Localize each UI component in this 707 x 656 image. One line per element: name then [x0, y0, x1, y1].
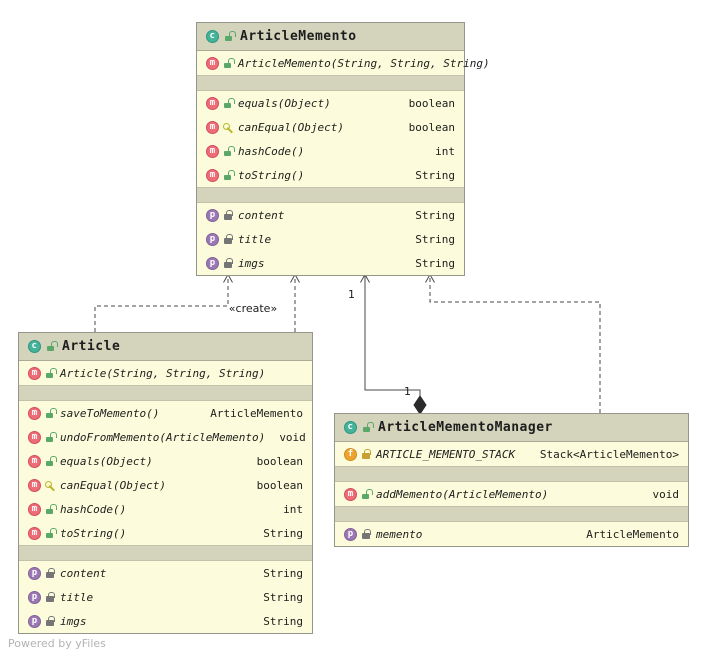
method-row[interactable]: m saveToMemento() ArticleMemento: [19, 401, 312, 425]
field-row[interactable]: p content String: [197, 203, 464, 227]
edge-article-dependency[interactable]: [290, 273, 300, 333]
private-visibility-icon: [361, 528, 372, 540]
public-visibility-icon: [223, 169, 235, 181]
property-icon: p: [28, 566, 41, 580]
public-visibility-icon: [45, 455, 57, 467]
method-icon: m: [206, 144, 219, 158]
method-row[interactable]: m addMemento(ArticleMemento) void: [335, 482, 688, 506]
public-visibility-icon: [45, 407, 57, 419]
method-row[interactable]: m hashCode() int: [19, 497, 312, 521]
public-visibility-icon: [223, 57, 235, 69]
edge-manager-dependency[interactable]: [425, 273, 601, 414]
section-separator: [197, 75, 464, 91]
method-row[interactable]: m canEqual(Object) boolean: [19, 473, 312, 497]
method-row[interactable]: m undoFromMemento(ArticleMemento) void: [19, 425, 312, 449]
field-row[interactable]: p content String: [19, 561, 312, 585]
constructor-row[interactable]: m ArticleMemento(String, String, String): [197, 51, 490, 75]
property-icon: p: [28, 614, 41, 628]
edge-aggregation[interactable]: [360, 273, 427, 415]
field-row[interactable]: p memento ArticleMemento: [335, 522, 688, 546]
property-icon: p: [206, 208, 219, 222]
method-icon: m: [28, 478, 41, 492]
section-separator: [335, 466, 688, 482]
method-icon: m: [28, 366, 41, 380]
method-icon: m: [28, 526, 41, 540]
section-separator: [19, 545, 312, 561]
field-row[interactable]: p imgs String: [197, 251, 464, 275]
public-visibility-icon: [46, 341, 58, 352]
property-icon: p: [206, 232, 219, 246]
class-title: ArticleMementoManager: [378, 420, 553, 435]
method-icon: m: [28, 406, 41, 420]
method-row[interactable]: m canEqual(Object) boolean: [197, 115, 464, 139]
public-visibility-icon: [223, 97, 235, 109]
protected-visibility-icon: [45, 480, 56, 491]
public-visibility-icon: [361, 488, 373, 500]
private-visibility-icon: [223, 209, 234, 221]
private-visibility-icon: [45, 567, 56, 579]
field-row[interactable]: p title String: [19, 585, 312, 609]
section-separator: [197, 187, 464, 203]
class-node-article-memento-manager[interactable]: c ArticleMementoManager f ARTICLE_MEMENT…: [334, 413, 689, 547]
public-visibility-icon: [45, 503, 57, 515]
method-icon: m: [28, 430, 41, 444]
method-icon: m: [206, 168, 219, 182]
class-icon: c: [344, 421, 357, 434]
method-row[interactable]: m equals(Object) boolean: [197, 91, 464, 115]
node-header[interactable]: c ArticleMemento: [197, 23, 464, 51]
method-row[interactable]: m toString() String: [197, 163, 464, 187]
class-icon: c: [206, 30, 219, 43]
public-visibility-icon: [45, 431, 57, 443]
private-visibility-icon: [223, 233, 234, 245]
private-visibility-icon: [45, 615, 56, 627]
section-separator: [19, 385, 312, 401]
edge-label-multiplicity-source: 1: [348, 288, 355, 301]
protected-visibility-icon: [223, 122, 234, 133]
field-row[interactable]: p imgs String: [19, 609, 312, 633]
method-icon: m: [28, 502, 41, 516]
class-node-article[interactable]: c Article m Article(String, String, Stri…: [18, 332, 313, 634]
property-icon: p: [28, 590, 41, 604]
method-icon: m: [28, 454, 41, 468]
node-header[interactable]: c Article: [19, 333, 312, 361]
field-row[interactable]: p title String: [197, 227, 464, 251]
section-separator: [335, 506, 688, 522]
node-header[interactable]: c ArticleMementoManager: [335, 414, 688, 442]
method-row[interactable]: m hashCode() int: [197, 139, 464, 163]
public-visibility-icon: [223, 145, 235, 157]
aggregation-diamond: [413, 395, 427, 415]
field-icon: f: [344, 447, 357, 461]
edge-label-multiplicity-target: 1: [404, 385, 411, 398]
method-icon: m: [206, 120, 219, 134]
private-visibility-icon: [45, 591, 56, 603]
final-lock-icon: [361, 448, 372, 460]
method-icon: m: [344, 487, 357, 501]
static-field-row[interactable]: f ARTICLE_MEMENTO_STACK Stack<ArticleMem…: [335, 442, 688, 466]
class-icon: c: [28, 340, 41, 353]
public-visibility-icon: [362, 422, 374, 433]
yfiles-credit-link[interactable]: Powered by yFiles: [8, 637, 106, 650]
method-icon: m: [206, 96, 219, 110]
private-visibility-icon: [223, 257, 234, 269]
class-title: ArticleMemento: [240, 29, 357, 44]
property-icon: p: [206, 256, 219, 270]
method-icon: m: [206, 56, 219, 70]
constructor-row[interactable]: m Article(String, String, String): [19, 361, 312, 385]
edge-create-dependency[interactable]: [94, 273, 233, 333]
class-node-article-memento[interactable]: c ArticleMemento m ArticleMemento(String…: [196, 22, 490, 276]
property-icon: p: [344, 527, 357, 541]
public-visibility-icon: [224, 31, 236, 42]
public-visibility-icon: [45, 367, 57, 379]
public-visibility-icon: [45, 527, 57, 539]
class-title: Article: [62, 339, 121, 354]
method-row[interactable]: m equals(Object) boolean: [19, 449, 312, 473]
edge-label-create: «create»: [228, 302, 278, 315]
method-row[interactable]: m toString() String: [19, 521, 312, 545]
